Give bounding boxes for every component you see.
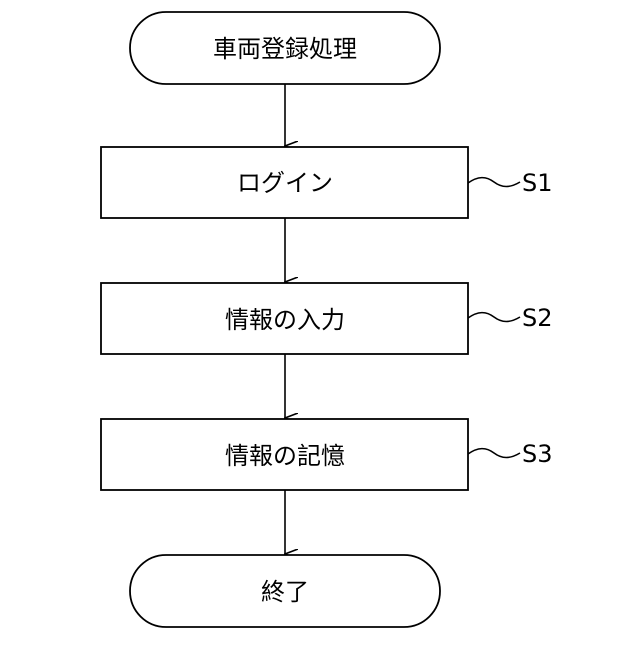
step-label-s1: ログイン [237, 169, 333, 197]
step-id-s1: S1 [522, 169, 553, 197]
leader-line-s1 [468, 178, 520, 187]
process-step-s1: ログイン S1 [101, 147, 553, 218]
end-terminator: 終了 [130, 555, 440, 627]
leader-line-s3 [468, 449, 520, 458]
step-label-s3: 情報の記憶 [225, 442, 345, 470]
step-label-s2: 情報の入力 [225, 306, 345, 334]
leader-line-s2 [468, 313, 520, 322]
step-id-s2: S2 [522, 304, 553, 332]
step-id-s3: S3 [522, 440, 553, 468]
start-terminator: 車両登録処理 [130, 12, 440, 84]
end-label: 終了 [261, 578, 309, 606]
start-label: 車両登録処理 [213, 35, 357, 63]
process-step-s3: 情報の記憶 S3 [101, 419, 553, 490]
process-step-s2: 情報の入力 S2 [101, 283, 553, 354]
